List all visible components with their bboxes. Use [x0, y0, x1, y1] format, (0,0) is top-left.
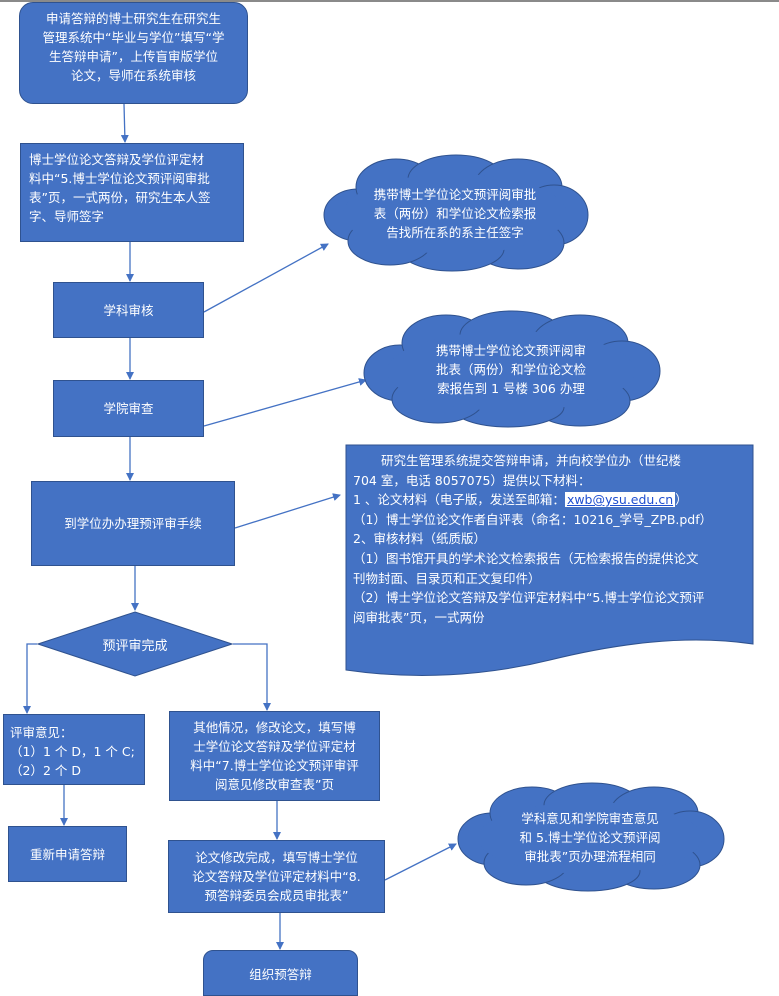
college-review-node: 学院审查 — [53, 380, 204, 437]
decision-label: 预评审完成 — [102, 638, 168, 654]
reapply-node: 重新申请答辩 — [8, 826, 127, 882]
cloud-shape — [323, 154, 589, 272]
cloud-dept-head-sign: 携带博士学位论文预评阅审批 表（两份）和学位论文检索报 告找所在系的系主任签字 — [318, 153, 592, 273]
decision-diamond — [37, 611, 233, 677]
pre-defense-node: 组织预答辩 — [203, 950, 358, 996]
email-line: 1 、论文材料（电子版，发送至邮箱：xwb@ysu.edu.cn） — [353, 492, 688, 508]
arrow-start-to-form5 — [120, 103, 129, 143]
arrow-done-to-cloud3 — [384, 843, 457, 881]
opinion-node: 评审意见： （1）1 个 D，1 个 C; （2）2 个 D — [3, 714, 145, 785]
form5-node: 博士学位论文答辩及学位评定材 料中“5.博士学位论文预评阅审批 表”页，一式两份… — [20, 143, 244, 242]
arrow-decision-to-revise — [233, 643, 271, 711]
degree-office-node: 到学位办办理预评审手续 — [31, 481, 235, 566]
materials-document: 研究生管理系统提交答辩申请，并向校学位办（世纪楼 704 室，电话 805707… — [353, 451, 749, 627]
cloud-text: 学科意见和学院审查意见 和 5.博士学位论文预评阅 审批表”页办理流程相同 — [519, 810, 661, 864]
arrow-decision-to-opinion — [23, 643, 37, 714]
arrow-subject-to-cloud1 — [203, 243, 329, 313]
cloud-text: 携带博士学位论文预评阅审 批表（两份）和学位论文检 索报告到 1 号楼 306 … — [435, 342, 586, 396]
cloud-text: 携带博士学位论文预评阅审批 表（两份）和学位论文检索报 告找所在系的系主任签字 — [373, 186, 537, 240]
email-link[interactable]: xwb@ysu.edu.cn — [564, 492, 676, 508]
top-border — [0, 0, 779, 2]
revise-node: 其他情况，修改论文，填写博 士学位论文答辩及学位评定材 料中“7.博士学位论文预… — [169, 711, 380, 801]
cloud-shape — [457, 782, 725, 892]
cloud-same-process: 学科意见和学院审查意见 和 5.博士学位论文预评阅 审批表”页办理流程相同 — [452, 781, 728, 893]
subject-review-node: 学科审核 — [53, 282, 204, 338]
arrow-college-to-cloud2 — [203, 378, 367, 427]
start-node: 申请答辩的博士研究生在研究生 管理系统中“毕业与学位”填写“学 生答辩申请”，上… — [19, 2, 248, 104]
revise-done-node: 论文修改完成，填写博士学位 论文答辩及学位评定材料中“8. 预答辩委员会成员审批… — [168, 840, 385, 913]
cloud-room-306: 携带博士学位论文预评阅审 批表（两份）和学位论文检 索报告到 1 号楼 306 … — [358, 309, 664, 429]
arrow-office-to-document — [234, 493, 341, 529]
cloud-shape — [363, 310, 661, 428]
